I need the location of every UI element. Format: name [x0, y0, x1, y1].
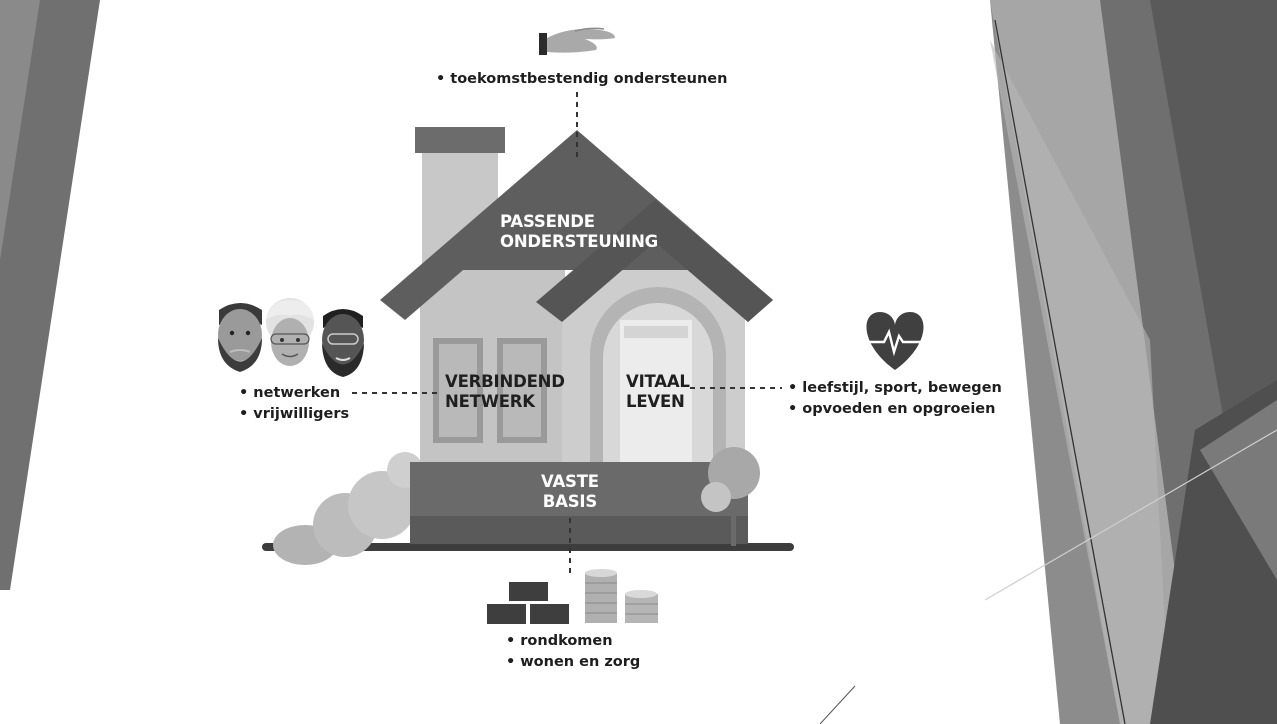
left-pillar-label: VERBINDEND NETWERK: [445, 372, 565, 412]
roof-label-line2: ONDERSTEUNING: [500, 232, 659, 251]
bullet-icon: •: [239, 385, 249, 401]
connector-lines: [352, 92, 782, 575]
roof-right-gable: [536, 200, 773, 322]
bullet-text: netwerken: [253, 385, 341, 401]
coins-icon: [585, 569, 658, 623]
bullet-item: •opvoeden en opgroeien: [788, 399, 1002, 420]
right-pillar-line1: VITAAL: [626, 372, 690, 391]
bullet-icon: •: [239, 406, 249, 422]
left-decor-panel-shade: [0, 0, 40, 260]
bricks-icon: [487, 582, 569, 624]
left-pillar-line1: VERBINDEND: [445, 372, 565, 391]
window-right: [497, 338, 547, 443]
window-left: [433, 338, 483, 443]
bullet-icon: •: [788, 401, 798, 417]
bullet-text: rondkomen: [520, 633, 613, 649]
foundation-line1: VASTE: [541, 472, 599, 491]
foundation: [410, 462, 748, 518]
people-icon: [218, 298, 364, 377]
bullet-icon: •: [436, 71, 446, 87]
bullet-text: toekomstbestendig ondersteunen: [450, 71, 728, 87]
left-decor-panel: [0, 0, 100, 590]
bullet-text: vrijwilligers: [253, 406, 350, 422]
right-bullets: •leefstijl, sport, bewegen •opvoeden en …: [788, 378, 1002, 420]
bullet-item: •leefstijl, sport, bewegen: [788, 378, 1002, 399]
door: [590, 287, 726, 465]
bullet-item: •vrijwilligers: [239, 404, 349, 425]
bullet-item: •netwerken: [239, 383, 349, 404]
right-pillar-label: VITAAL LEVEN: [626, 372, 690, 412]
roof-label: PASSENDE ONDERSTEUNING: [500, 212, 658, 252]
foundation-label: VASTE BASIS: [541, 472, 599, 512]
left-pillar-line2: NETWERK: [445, 392, 535, 411]
bullet-item: •toekomstbestendig ondersteunen: [436, 69, 727, 90]
bullet-icon: •: [506, 654, 516, 670]
right-pillar-line2: LEVEN: [626, 392, 685, 411]
bullet-item: •wonen en zorg: [506, 652, 640, 673]
bullet-icon: •: [506, 633, 516, 649]
foundation-line2: BASIS: [542, 492, 598, 511]
foundation-base: [410, 516, 748, 544]
bottom-bullets: •rondkomen •wonen en zorg: [506, 631, 640, 673]
left-bullets: •netwerken •vrijwilligers: [239, 383, 349, 425]
hand-icon: [539, 27, 615, 55]
bullet-item: •rondkomen: [506, 631, 640, 652]
heart-icon: [866, 312, 924, 370]
right-decor-panels: [819, 0, 1277, 724]
top-bullets: •toekomstbestendig ondersteunen: [436, 69, 727, 90]
bullet-text: leefstijl, sport, bewegen: [802, 380, 1002, 396]
bullet-text: opvoeden en opgroeien: [802, 401, 996, 417]
ground-line: [262, 543, 794, 551]
bullet-icon: •: [788, 380, 798, 396]
roof-label-line1: PASSENDE: [500, 212, 595, 231]
bullet-text: wonen en zorg: [520, 654, 641, 670]
tree-icon: [701, 447, 760, 546]
